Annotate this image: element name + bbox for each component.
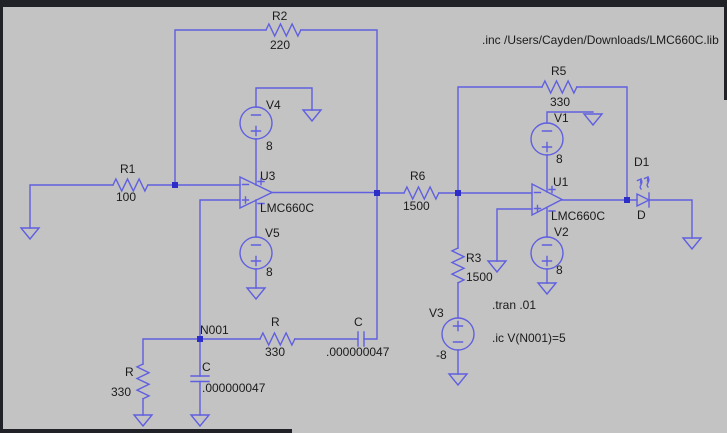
label-V4-value[interactable]: 8 <box>266 139 273 153</box>
label-D1-value[interactable]: D <box>637 208 646 222</box>
resistor-R3[interactable] <box>450 247 466 284</box>
label-R5-value[interactable]: 330 <box>550 95 571 109</box>
label-R1-value[interactable]: 100 <box>116 190 137 204</box>
voltage-source-V1[interactable] <box>530 122 564 156</box>
label-V2-value[interactable]: 8 <box>556 263 563 277</box>
window-edge-bottom <box>0 429 292 433</box>
resistor-R-shunt[interactable] <box>135 363 151 400</box>
label-U1-value[interactable]: LMC660C <box>551 209 606 223</box>
spice-directive-tran[interactable]: .tran .01 <box>492 298 537 312</box>
label-U3-value[interactable]: LMC660C <box>260 201 315 215</box>
schematic-canvas[interactable] <box>3 7 727 433</box>
resistor-R1[interactable] <box>112 177 149 193</box>
label-V3-value[interactable]: -8 <box>436 348 447 362</box>
wires <box>29 29 693 416</box>
capacitor-C-shunt[interactable] <box>190 375 210 383</box>
label-V2-ref[interactable]: V2 <box>554 225 569 239</box>
led-D1[interactable] <box>636 176 651 208</box>
label-C-series-ref[interactable]: C <box>354 315 363 329</box>
capacitor-C-series[interactable] <box>357 331 365 347</box>
resistor-R6[interactable] <box>403 185 440 201</box>
voltage-source-V2[interactable] <box>530 236 564 270</box>
opamp-U3[interactable] <box>239 175 274 210</box>
window-edge-right <box>724 0 727 100</box>
label-C-shunt-value[interactable]: .000000047 <box>202 381 266 395</box>
label-R-shunt-ref[interactable]: R <box>125 365 134 379</box>
label-V1-value[interactable]: 8 <box>556 152 563 166</box>
label-U1-ref[interactable]: U1 <box>553 175 569 189</box>
junction-dot <box>172 182 630 342</box>
voltage-source-V4[interactable] <box>239 106 273 140</box>
label-R-shunt-value[interactable]: 330 <box>111 385 132 399</box>
label-V1-ref[interactable]: V1 <box>554 111 569 125</box>
label-V5-ref[interactable]: V5 <box>265 226 280 240</box>
ground-icon[interactable] <box>19 109 703 428</box>
label-R-series-ref[interactable]: R <box>271 315 280 329</box>
label-R2-ref[interactable]: R2 <box>272 9 288 23</box>
voltage-source-V5[interactable] <box>239 236 273 270</box>
opamp-U1[interactable] <box>531 182 564 217</box>
label-V4-ref[interactable]: V4 <box>266 98 281 112</box>
label-R6-value[interactable]: 1500 <box>403 199 430 213</box>
resistor-R5[interactable] <box>541 79 578 95</box>
spice-directive-include[interactable]: .inc /Users/Cayden/Downloads/LMC660C.lib <box>482 33 719 47</box>
label-R2-value[interactable]: 220 <box>270 38 291 52</box>
label-R3-ref[interactable]: R3 <box>466 251 482 265</box>
label-V5-value[interactable]: 8 <box>266 265 273 279</box>
spice-directive-ic[interactable]: .ic V(N001)=5 <box>492 331 566 345</box>
net-label-N001[interactable]: N001 <box>200 323 229 337</box>
label-R-series-value[interactable]: 330 <box>265 345 286 359</box>
label-U3-ref[interactable]: U3 <box>260 169 276 183</box>
label-R5-ref[interactable]: R5 <box>551 64 567 78</box>
label-R6-ref[interactable]: R6 <box>410 169 426 183</box>
label-R1-ref[interactable]: R1 <box>120 162 136 176</box>
label-V3-ref[interactable]: V3 <box>429 306 444 320</box>
resistor-R2[interactable] <box>265 22 302 38</box>
label-C-series-value[interactable]: .000000047 <box>326 345 390 359</box>
label-C-shunt-ref[interactable]: C <box>202 360 211 374</box>
voltage-source-V3[interactable] <box>441 317 475 351</box>
label-D1-ref[interactable]: D1 <box>634 155 650 169</box>
resistor-R-series[interactable] <box>259 331 296 347</box>
label-R3-value[interactable]: 1500 <box>466 270 493 284</box>
